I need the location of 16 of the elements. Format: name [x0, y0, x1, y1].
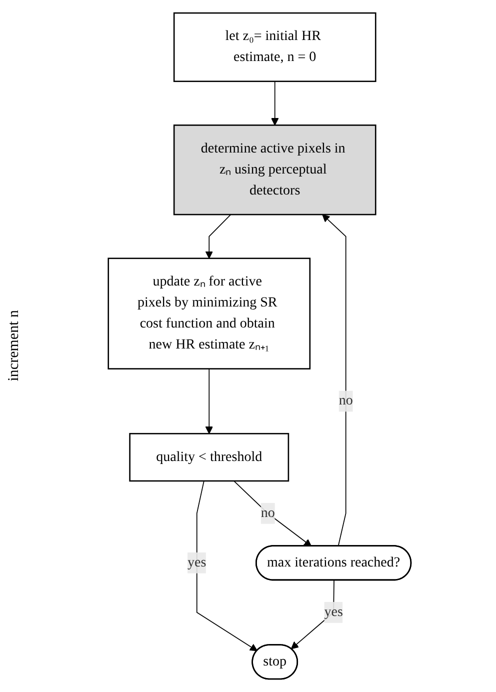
loop-label: increment n: [6, 310, 22, 382]
edge-label: yes: [187, 554, 206, 570]
arrow: [205, 214, 232, 259]
edge-label: no: [260, 505, 275, 520]
arrow: [196, 480, 258, 652]
arrow: [290, 580, 334, 650]
node-box: let z₀= initial HR estimate, n = 0: [173, 12, 376, 82]
arrow: [205, 368, 213, 434]
arrow: [270, 80, 279, 126]
node-box: update zₙ for active pixels by minimizing SR cost function and obtain new HR estimate zₙ₊₁: [108, 258, 310, 370]
arrow: [233, 480, 312, 547]
node-box: quality < threshold: [129, 432, 289, 482]
arrow: [322, 214, 346, 547]
edge-label: no: [338, 393, 353, 408]
edge-label: yes: [324, 604, 343, 620]
node-box: determine active pixels in zₙ using perceptual detectors: [173, 124, 376, 216]
